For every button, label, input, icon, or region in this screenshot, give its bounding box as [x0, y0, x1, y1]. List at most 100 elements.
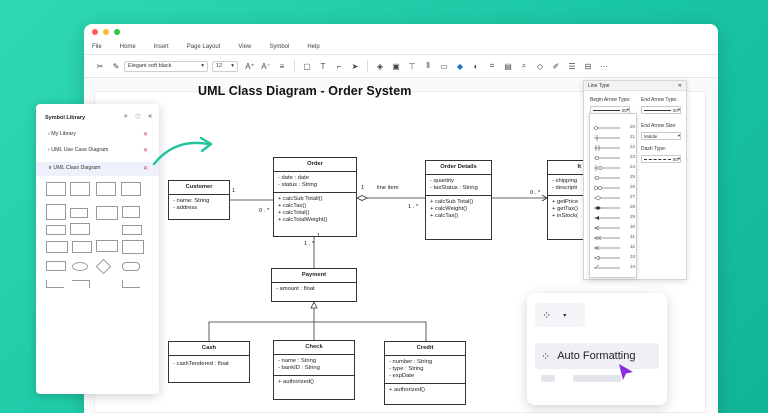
- font-select[interactable]: Elegant soft black▾: [124, 60, 208, 72]
- end-arrow-size-select[interactable]: Middle▾: [641, 132, 681, 140]
- menu-symbol[interactable]: Symbol: [269, 44, 290, 50]
- class-check[interactable]: Check - name : String - bankID : String …: [273, 340, 355, 400]
- symbol-class[interactable]: [46, 182, 66, 196]
- symbol-class[interactable]: [70, 182, 90, 196]
- arrow-option[interactable]: 23: [593, 154, 635, 162]
- class-customer[interactable]: Customer - name: String - address: [168, 180, 230, 220]
- layers-icon[interactable]: ◈: [376, 61, 384, 71]
- arrow-option[interactable]: 34: [593, 264, 635, 272]
- connector-icon[interactable]: ⌐: [336, 61, 342, 71]
- symbol-class[interactable]: [96, 182, 116, 196]
- minimize-dot[interactable]: [103, 29, 109, 35]
- library-item-class-active[interactable]: [36, 162, 159, 176]
- heart-icon[interactable]: ♡: [134, 114, 142, 121]
- collapse-icon[interactable]: «: [148, 113, 152, 120]
- class-credit[interactable]: Credit - number : String - type : String…: [384, 341, 466, 405]
- line-weight-icon[interactable]: ☰: [568, 61, 576, 71]
- class-payment[interactable]: Payment - amount : float: [271, 268, 357, 302]
- align-top-icon[interactable]: ⊤: [408, 61, 416, 71]
- dash-type-select[interactable]: 00▾: [641, 155, 681, 163]
- symbol-connector[interactable]: [122, 280, 140, 288]
- menu-home[interactable]: Home: [119, 44, 136, 50]
- arrow-option[interactable]: 27: [593, 194, 635, 202]
- menu-view[interactable]: View: [238, 44, 252, 50]
- crop-icon[interactable]: ⌗: [489, 61, 495, 70]
- symbol-note[interactable]: [122, 206, 140, 218]
- menu-file[interactable]: File: [92, 44, 102, 50]
- symbol-interface[interactable]: [46, 204, 66, 220]
- class-cash[interactable]: Cash - cashTendered : float: [168, 341, 250, 383]
- rectangle-icon[interactable]: ▢: [303, 61, 311, 71]
- menu-help[interactable]: Help: [307, 44, 320, 50]
- decrease-font-icon[interactable]: A⁻: [261, 61, 271, 71]
- arrow-option[interactable]: 20: [593, 124, 635, 132]
- symbol-usecase[interactable]: [72, 262, 88, 271]
- remove-icon[interactable]: ✕: [142, 148, 148, 154]
- arrow-option[interactable]: 21: [593, 134, 635, 142]
- symbol-object[interactable]: [72, 241, 92, 253]
- auto-formatting-button[interactable]: ⁘ Auto Formatting: [535, 343, 659, 369]
- symbol-connector[interactable]: [46, 280, 64, 288]
- group-icon[interactable]: ▣: [392, 61, 400, 71]
- format-icon[interactable]: ▤: [504, 61, 512, 71]
- class-order[interactable]: Order - date : date - status : String + …: [273, 157, 357, 237]
- arrow-option[interactable]: 31: [593, 234, 635, 242]
- layout-picker[interactable]: ⁘ ▾: [535, 303, 585, 327]
- symbol-object[interactable]: [96, 240, 118, 252]
- line-style-icon[interactable]: ✐: [552, 61, 560, 71]
- search-icon[interactable]: ⌕: [123, 113, 128, 120]
- arrow-option[interactable]: 33: [593, 254, 635, 262]
- cut-icon[interactable]: ✂: [96, 61, 104, 71]
- menu-insert[interactable]: Insert: [153, 44, 169, 50]
- symbol-package[interactable]: [70, 208, 88, 218]
- symbol-state[interactable]: [122, 262, 140, 271]
- class-order-details[interactable]: Order Details - quantity - taxStatus : S…: [425, 160, 492, 240]
- style-icon[interactable]: ◇: [536, 61, 544, 71]
- remove-icon[interactable]: ✕: [142, 132, 148, 138]
- arrow-option[interactable]: 25: [593, 174, 635, 182]
- lock-icon[interactable]: ⊟: [584, 61, 592, 71]
- multiplicity-label: 1: [317, 233, 321, 239]
- attribute: - name: String: [173, 198, 210, 204]
- symbol-connector[interactable]: [72, 280, 90, 288]
- symbol-class[interactable]: [121, 182, 141, 196]
- more-icon[interactable]: ⋯: [600, 61, 608, 71]
- arrow-option[interactable]: 26: [593, 184, 635, 192]
- format-painter-icon[interactable]: ✎: [112, 61, 120, 71]
- text-icon[interactable]: T: [320, 61, 326, 71]
- library-item-my-library[interactable]: › My Library: [48, 131, 76, 137]
- maximize-dot[interactable]: [114, 29, 120, 35]
- symbol-frame[interactable]: [46, 261, 66, 271]
- arrow-option[interactable]: 29: [593, 214, 635, 222]
- symbol-component[interactable]: [70, 223, 90, 235]
- symbol-package[interactable]: [96, 206, 118, 220]
- class-item[interactable]: It - shipping - descripti + getPrice + g…: [547, 160, 583, 240]
- library-item-class-diagram[interactable]: ∨ UML Class Diagram: [48, 165, 101, 171]
- arrow-option[interactable]: 22: [593, 144, 635, 152]
- remove-icon[interactable]: ✕: [142, 166, 148, 172]
- symbol-object[interactable]: [46, 241, 68, 253]
- library-item-use-case[interactable]: › UML Use Case Diagram: [48, 147, 108, 153]
- search-icon[interactable]: ⌕: [521, 61, 527, 70]
- increase-font-icon[interactable]: A⁺: [245, 61, 255, 71]
- align-icon[interactable]: ≡: [279, 61, 285, 71]
- symbol-decision[interactable]: [95, 258, 112, 275]
- symbol-component[interactable]: [46, 225, 66, 235]
- close-icon[interactable]: ✕: [677, 83, 682, 89]
- distribute-icon[interactable]: ⫴: [426, 61, 430, 70]
- symbol-component[interactable]: [122, 225, 142, 235]
- arrow-option[interactable]: 32: [593, 244, 635, 252]
- end-arrow-select[interactable]: 00▾: [641, 106, 681, 114]
- arrow-option[interactable]: 24: [593, 164, 635, 172]
- menu-page-layout[interactable]: Page Layout: [186, 44, 221, 50]
- pointer-icon[interactable]: ➤: [351, 61, 359, 71]
- arrow-option[interactable]: 30: [593, 224, 635, 232]
- symbol-object[interactable]: [122, 240, 144, 254]
- size-icon[interactable]: ▭: [440, 61, 448, 71]
- close-dot[interactable]: [92, 29, 98, 35]
- line-color-icon[interactable]: ◐: [473, 61, 479, 71]
- font-size-select[interactable]: 12▾: [212, 60, 238, 72]
- fill-color-icon[interactable]: ◆: [456, 61, 464, 71]
- arrow-option[interactable]: 28: [593, 204, 635, 212]
- title-bar: [84, 24, 718, 40]
